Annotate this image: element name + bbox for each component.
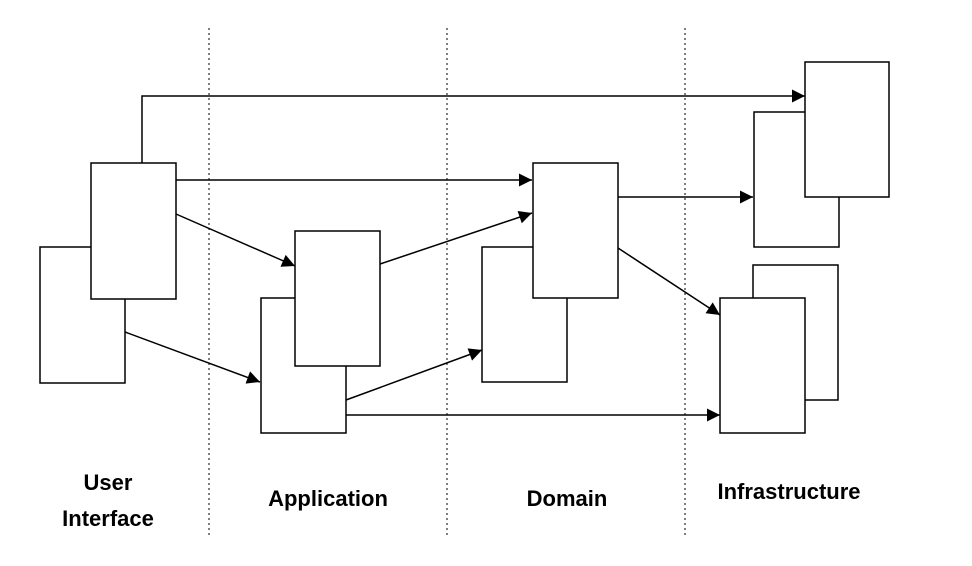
application-box-front xyxy=(294,230,381,367)
arrow-ui-back-to-application-back xyxy=(124,331,261,384)
layer-label-user-interface-line1: User xyxy=(83,470,133,495)
ui-box-front xyxy=(90,162,177,300)
arrow-ui-to-infrastructure-top xyxy=(141,89,805,163)
layer-label-user-interface: User Interface xyxy=(38,465,178,537)
layer-label-domain-text: Domain xyxy=(526,486,608,511)
layer-label-application: Application xyxy=(238,481,418,517)
domain-box-front xyxy=(532,162,619,299)
layer-label-infrastructure: Infrastructure xyxy=(704,474,874,510)
infrastructure-top-box-front xyxy=(804,61,890,198)
arrow-application-front-to-domain xyxy=(379,210,533,265)
layer-label-user-interface-line2: Interface xyxy=(62,506,154,531)
arrow-domain-to-infrastructure-bottom xyxy=(617,247,721,316)
layer-label-domain: Domain xyxy=(497,481,637,517)
infrastructure-bottom-box-front xyxy=(719,297,806,434)
arrow-application-back-to-domain-back xyxy=(345,348,483,401)
layer-label-application-text: Application xyxy=(268,486,388,511)
arrow-ui-to-application-front xyxy=(175,213,296,267)
layer-label-infrastructure-text: Infrastructure xyxy=(717,479,861,504)
